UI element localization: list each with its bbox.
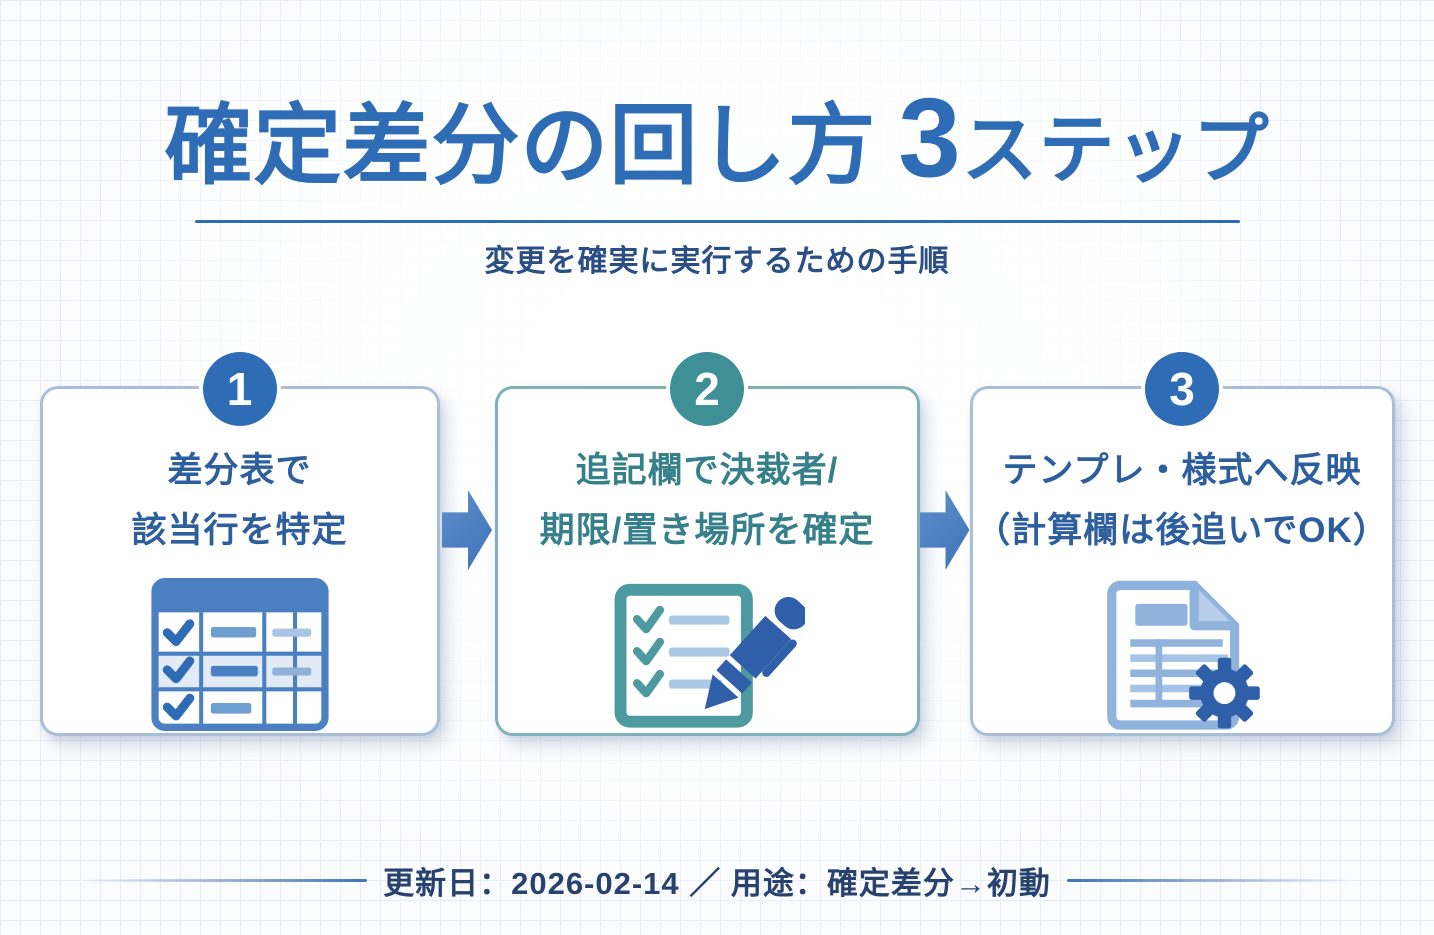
title-step-count: 3 — [898, 75, 962, 200]
step-card-1: 1 差分表で 該当行を特定 — [39, 352, 440, 736]
page-subtitle: 変更を確実に実行するための手順 — [484, 245, 950, 278]
step-2-line-1: 追記欄で決裁者/ — [575, 451, 839, 490]
steps-row: 1 差分表で 該当行を特定 2 追記欄で決裁者/ 期限/置き場所を確定 — [0, 352, 1434, 736]
step-3-line-2: （計算欄は後追いでOK） — [975, 511, 1389, 551]
step-1-line-1: 差分表で — [167, 451, 312, 490]
arrow-slot-2 — [919, 490, 970, 570]
checklist-pen-icon — [614, 584, 805, 728]
step-3-line-1: テンプレ・様式へ反映 — [1002, 451, 1362, 490]
footer-divider-right — [1066, 879, 1352, 882]
gear-icon — [1189, 658, 1260, 729]
footer: 更新日：2026-02-14 ／ 用途：確定差分→初動 — [0, 858, 1434, 903]
step-2-line-2: 期限/置き場所を確定 — [539, 511, 875, 551]
footer-divider-left — [82, 879, 368, 882]
title-underline — [194, 220, 1240, 223]
pen-icon — [704, 597, 805, 710]
step-2-text: 追記欄で決裁者/ 期限/置き場所を確定 — [540, 441, 875, 561]
step-1-text: 差分表で 該当行を特定 — [131, 441, 347, 561]
diff-table-icon — [150, 578, 329, 732]
footer-text: 更新日：2026-02-14 ／ 用途：確定差分→初動 — [383, 866, 1051, 901]
arrow-right-icon-1 — [442, 490, 492, 570]
step-3-badge: 3 — [1145, 352, 1219, 426]
title-suffix: ステップ — [961, 108, 1270, 193]
step-1-line-2: 該当行を特定 — [131, 511, 348, 551]
title-main: 確定差分の回し方 — [164, 96, 877, 195]
arrow-slot-1 — [440, 490, 495, 570]
arrow-right-icon-2 — [919, 490, 970, 570]
step-3-text: テンプレ・様式へ反映 （計算欄は後追いでOK） — [975, 441, 1388, 561]
step-card-3: 3 テンプレ・様式へ反映 （計算欄は後追いでOK） — [969, 352, 1395, 736]
step-2-badge: 2 — [670, 352, 744, 426]
step-1-badge: 1 — [202, 352, 277, 426]
document-gear-icon — [1107, 581, 1260, 731]
step-card-2: 2 追記欄で決裁者/ 期限/置き場所を確定 — [494, 352, 920, 736]
